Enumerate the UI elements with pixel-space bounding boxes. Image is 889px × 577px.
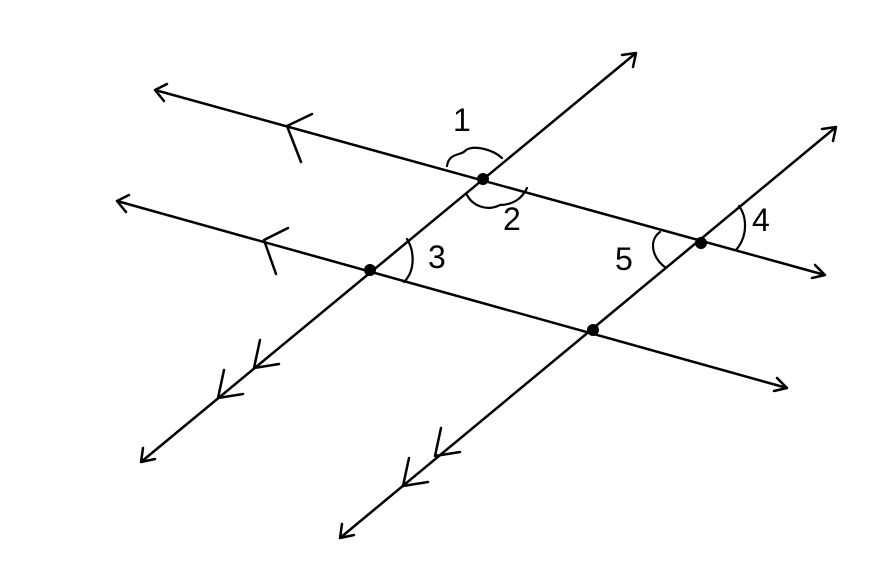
upper-line-right-arrowhead [810, 263, 827, 280]
intersection-point-upper-right [695, 237, 707, 249]
upper-horizontal-line [153, 82, 827, 280]
angle-label-3: 3 [428, 239, 446, 275]
angle-1-arc [445, 146, 504, 168]
lower-horizontal-line [115, 193, 789, 393]
angle-label-1: 1 [453, 102, 471, 138]
angle-label-5: 5 [615, 241, 633, 277]
right-diagonal-parallel-mark-2 [401, 456, 430, 488]
angle-5-arc [652, 230, 668, 270]
lower-line-left-arrowhead [115, 193, 131, 214]
upper-line-left-arrowhead [153, 82, 169, 103]
left-diagonal-bottom-arrowhead [139, 446, 157, 464]
intersection-point-lower-right [587, 324, 599, 336]
left-diagonal-top-arrowhead [620, 51, 638, 69]
lower-line-right-arrowhead [772, 376, 789, 393]
intersection-point-lower-left [364, 264, 376, 276]
angle-3-arc [402, 237, 414, 284]
left-diagonal-parallel-mark-2 [216, 368, 245, 400]
upper-line-parallel-mark [285, 112, 314, 164]
left-diagonal-line [139, 51, 638, 464]
angle-2-arc [465, 186, 529, 209]
angle-label-2: 2 [503, 201, 521, 237]
intersection-point-upper-left [477, 173, 489, 185]
right-diagonal-parallel-mark-1 [433, 426, 462, 458]
angle-4-arc [734, 204, 747, 252]
angle-label-4: 4 [752, 202, 770, 238]
lower-line-parallel-mark [262, 226, 290, 276]
left-diagonal-parallel-mark-1 [252, 338, 281, 370]
right-diagonal-bottom-arrowhead [338, 522, 356, 540]
right-diagonal-top-arrowhead [820, 125, 838, 143]
